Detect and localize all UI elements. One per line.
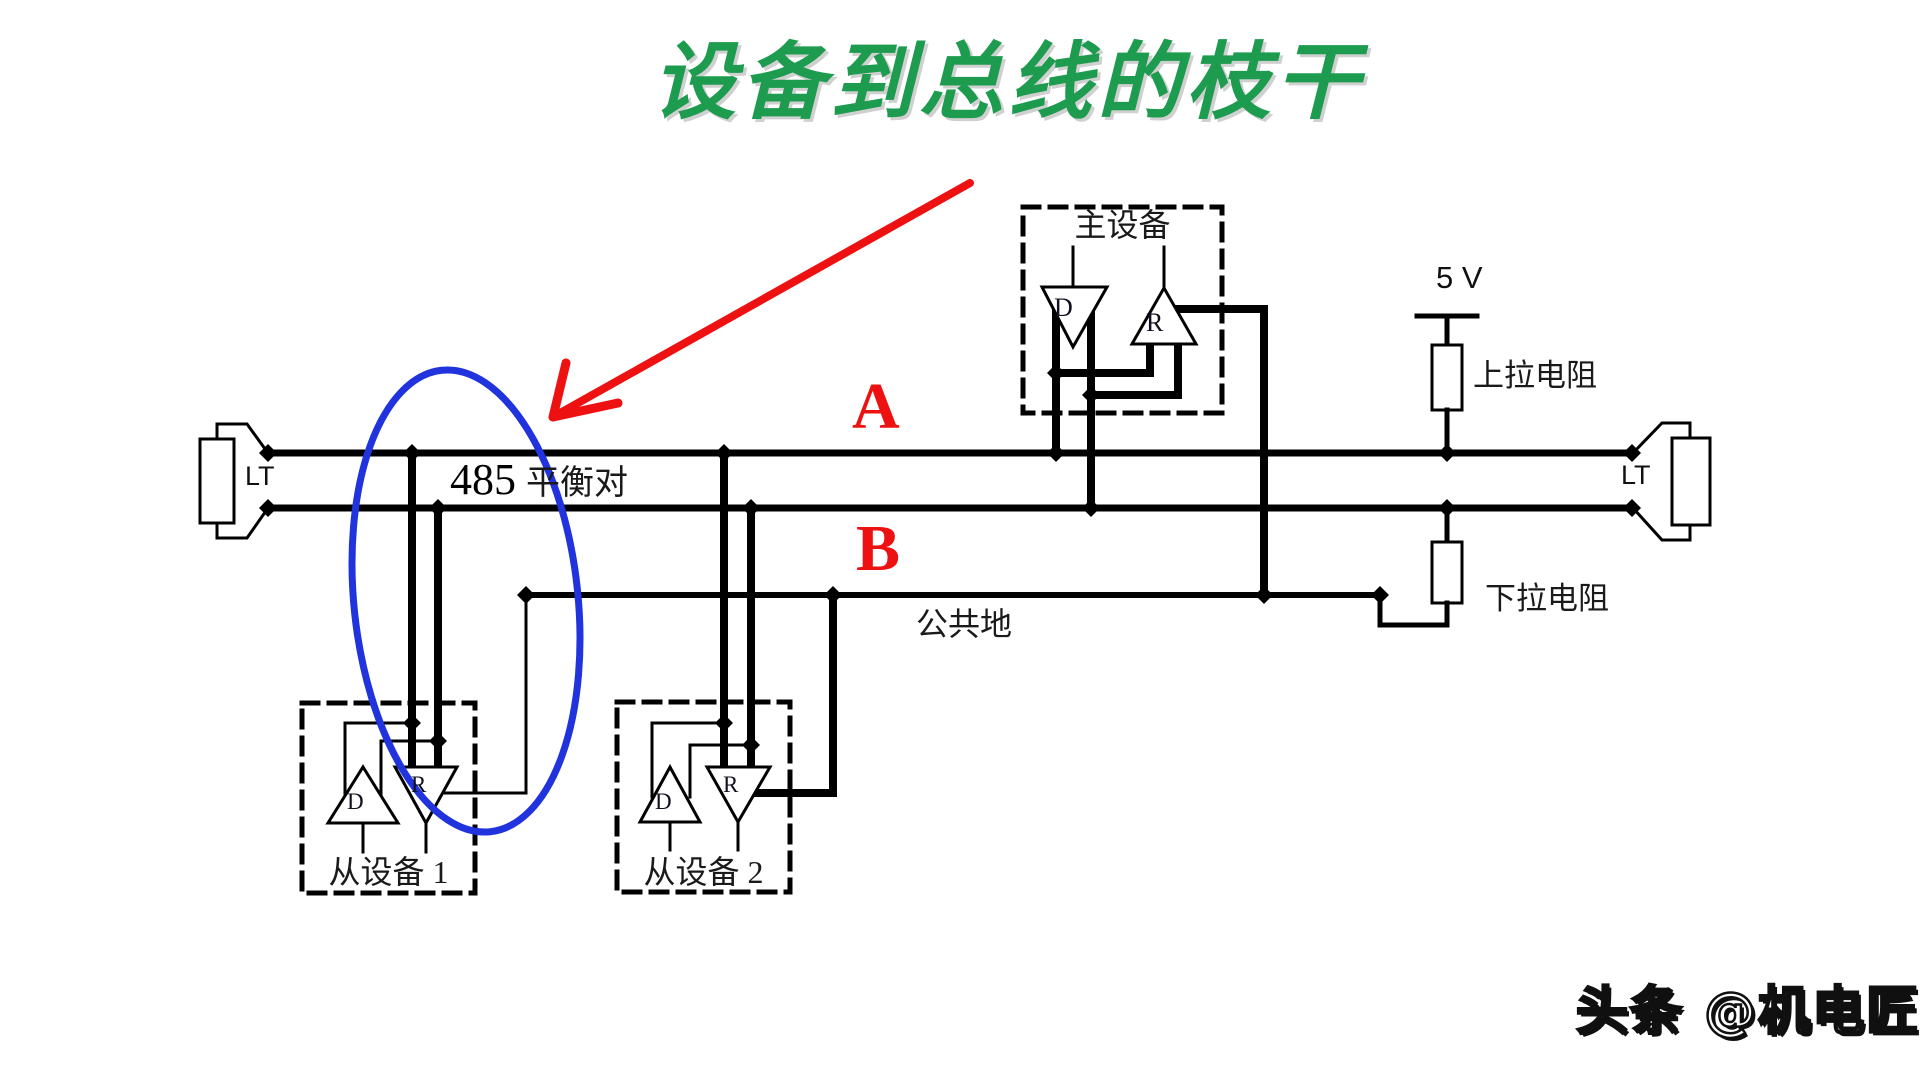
master-receiver-triangle bbox=[1129, 284, 1199, 346]
common-ground-label: 公共地 bbox=[916, 606, 1013, 642]
terminator-left-label: LT bbox=[245, 461, 275, 491]
slave2-driver-triangle bbox=[637, 763, 703, 824]
master-driver-triangle bbox=[1039, 285, 1110, 351]
slave2-receiver-triangle bbox=[704, 765, 773, 826]
pullup-resistor-label: 上拉电阻 bbox=[1473, 358, 1597, 393]
balanced-pair-label: 485 平衡对 bbox=[450, 458, 628, 502]
slave1-driver-label: D bbox=[347, 789, 364, 814]
slave1-receiver-label: R bbox=[411, 772, 427, 797]
junction-dots bbox=[259, 364, 1641, 754]
slave1-device-label: 从设备 1 bbox=[328, 854, 449, 890]
pulldown-resistor-label: 下拉电阻 bbox=[1485, 581, 1609, 616]
slave1-driver-triangle bbox=[325, 764, 401, 825]
slave2-device-label: 从设备 2 bbox=[643, 854, 764, 890]
highlight-ellipse bbox=[348, 366, 584, 836]
slave2-driver-label: D bbox=[655, 789, 672, 814]
master-driver-label: D bbox=[1054, 293, 1073, 322]
bus-a-label: A bbox=[852, 370, 900, 443]
pulldown-resistor bbox=[1377, 505, 1464, 628]
annotation-arrow bbox=[548, 179, 974, 422]
slave2-device-box bbox=[614, 449, 837, 895]
diagram-title: 设备到总线的枝干 bbox=[651, 33, 1364, 131]
watermark: 头条 @机电匠 bbox=[1575, 982, 1920, 1042]
terminator-left bbox=[198, 422, 271, 540]
pullup-resistor bbox=[1414, 313, 1480, 456]
terminator-right-label: LT bbox=[1621, 460, 1651, 490]
pair-text: 平衡对 bbox=[526, 465, 628, 502]
slave2-receiver-label: R bbox=[723, 772, 739, 797]
pair-value: 485 bbox=[450, 455, 516, 504]
master-device-box bbox=[1020, 204, 1268, 599]
bus-b-label: B bbox=[856, 512, 901, 585]
slave1-device-box bbox=[299, 449, 528, 896]
master-receiver-label: R bbox=[1146, 308, 1164, 337]
supply-5v-label: 5 V bbox=[1436, 260, 1483, 295]
terminator-right bbox=[1630, 421, 1712, 542]
master-device-label: 主设备 bbox=[1074, 207, 1171, 243]
